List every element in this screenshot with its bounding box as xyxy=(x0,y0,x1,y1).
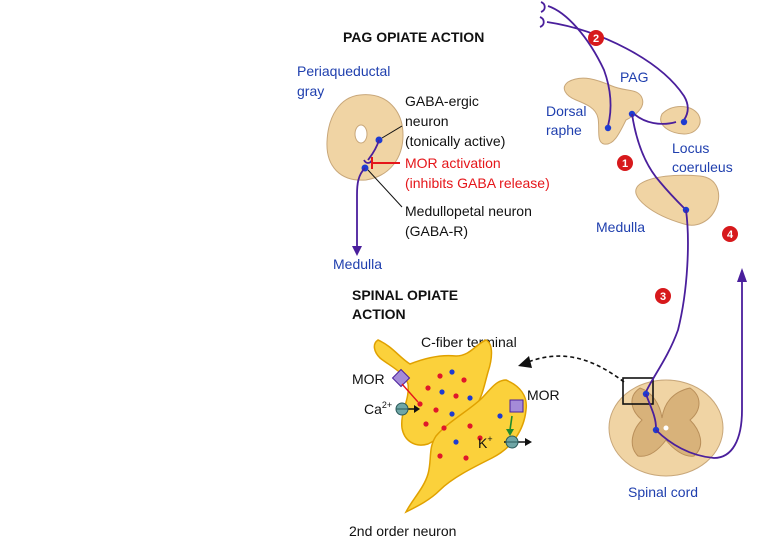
vesicle-blue xyxy=(467,395,473,401)
mor-to-potassium-arrowhead xyxy=(506,429,514,436)
dorsal-raphe-label-line1: Dorsal xyxy=(546,103,586,119)
c-fiber-terminal-label: C-fiber terminal xyxy=(421,334,517,350)
spinal-cord-gray-matter xyxy=(631,387,702,457)
badge-4: 4 xyxy=(722,226,738,242)
badge-2-label: 2 xyxy=(593,33,599,45)
locus-coeruleus-tissue xyxy=(660,106,701,135)
mor-activation-label-line2: (inhibits GABA release) xyxy=(405,175,550,191)
second-order-neuron-label: 2nd order neuron xyxy=(349,523,456,539)
mor-presynaptic-label: MOR xyxy=(352,371,385,387)
vesicle-red xyxy=(437,373,443,379)
calcium-influx-arrowhead xyxy=(414,405,420,413)
pag-neuron-soma xyxy=(604,124,612,132)
mor-presynaptic-inhibit-line xyxy=(401,383,419,403)
gaba-label-line2: neuron xyxy=(405,113,449,129)
vesicle-red xyxy=(461,377,467,383)
pathway-2-incoming-upper xyxy=(547,5,612,127)
badge-1-label: 1 xyxy=(622,158,628,170)
pathway-2-incoming-lower xyxy=(546,21,689,121)
locus-neuron-soma xyxy=(680,118,688,126)
pathway-4-arrowhead xyxy=(737,268,747,282)
vesicle-red xyxy=(423,421,429,427)
calcium-label: Ca2+ xyxy=(364,400,392,417)
vesicle-red xyxy=(441,425,447,431)
mor-activation-label-line1: MOR activation xyxy=(405,155,501,171)
medullopetal-axon xyxy=(356,167,366,246)
pathway-3-descending xyxy=(645,209,689,393)
vesicle-red xyxy=(463,455,469,461)
gaba-label-line1: GABA-ergic xyxy=(405,93,479,109)
gaba-neuron-axon xyxy=(367,139,380,161)
vesicle-red xyxy=(477,435,483,441)
cerebral-aqueduct xyxy=(354,124,368,144)
badge-1: 1 xyxy=(617,155,633,171)
potassium-label: K+ xyxy=(478,434,493,451)
spinal-section-title-line1: SPINAL OPIATE xyxy=(352,287,458,303)
vesicle-red xyxy=(467,423,473,429)
medullopetal-label-line1: Medullopetal neuron xyxy=(405,203,532,219)
pathway-2-terminal-upper xyxy=(540,1,546,13)
periaqueductal-label-line1: Periaqueductal xyxy=(297,63,390,79)
periaqueductal-label-line2: gray xyxy=(297,83,324,99)
badge-4-label: 4 xyxy=(727,229,734,241)
spinal-cord-label: Spinal cord xyxy=(628,484,698,500)
zoom-dashed-arrowhead xyxy=(518,356,532,368)
medulla-label: Medulla xyxy=(596,219,645,235)
badge-3-label: 3 xyxy=(660,291,666,303)
vesicle-blue xyxy=(449,369,455,375)
mor-receptor-presynaptic xyxy=(391,368,411,388)
badge-3: 3 xyxy=(655,288,671,304)
potassium-efflux-arrowhead xyxy=(525,438,532,446)
central-canal xyxy=(663,425,669,431)
pathway-1-pag-to-medulla xyxy=(631,113,685,209)
dorsal-horn-zoom-box xyxy=(622,377,654,405)
vesicle-blue xyxy=(439,389,445,395)
vesicle-blue xyxy=(453,439,459,445)
vesicle-red xyxy=(417,401,423,407)
vesicle-red xyxy=(425,385,431,391)
pag-label: PAG xyxy=(620,69,649,85)
pag-section-title: PAG OPIATE ACTION xyxy=(343,29,484,45)
medullopetal-leader-line xyxy=(367,169,403,208)
mor-receptor-postsynaptic xyxy=(509,399,524,413)
medullopetal-arrowhead xyxy=(352,246,362,256)
vesicle-red xyxy=(437,453,443,459)
pag-output-medulla-label: Medulla xyxy=(333,256,382,272)
second-order-neuron-shape xyxy=(404,379,528,514)
pathway-4-ascending xyxy=(655,280,743,459)
vesicle-red xyxy=(433,407,439,413)
vesicle-blue xyxy=(449,411,455,417)
pathway-2-terminal-lower xyxy=(539,16,545,28)
locus-coeruleus-label-line2: coeruleus xyxy=(672,159,733,175)
mor-postsynaptic-label: MOR xyxy=(527,387,560,403)
badge-2: 2 xyxy=(588,30,604,46)
locus-coeruleus-label-line1: Locus xyxy=(672,140,709,156)
gaba-leader-line xyxy=(381,125,403,139)
spinal-cord-local-circuit xyxy=(645,393,657,429)
medullopetal-label-line2: (GABA-R) xyxy=(405,223,468,239)
pag-to-locus-link xyxy=(631,111,677,125)
pag-dorsal-raphe-tissue xyxy=(563,77,644,145)
vesicle-red xyxy=(453,393,459,399)
mor-to-potassium-arrow-line xyxy=(509,415,513,431)
spinal-section-title-line2: ACTION xyxy=(352,306,406,322)
vesicle-blue xyxy=(497,413,503,419)
gaba-label-line3: (tonically active) xyxy=(405,133,505,149)
dorsal-raphe-label-line2: raphe xyxy=(546,122,582,138)
zoom-dashed-arrow xyxy=(527,355,625,383)
